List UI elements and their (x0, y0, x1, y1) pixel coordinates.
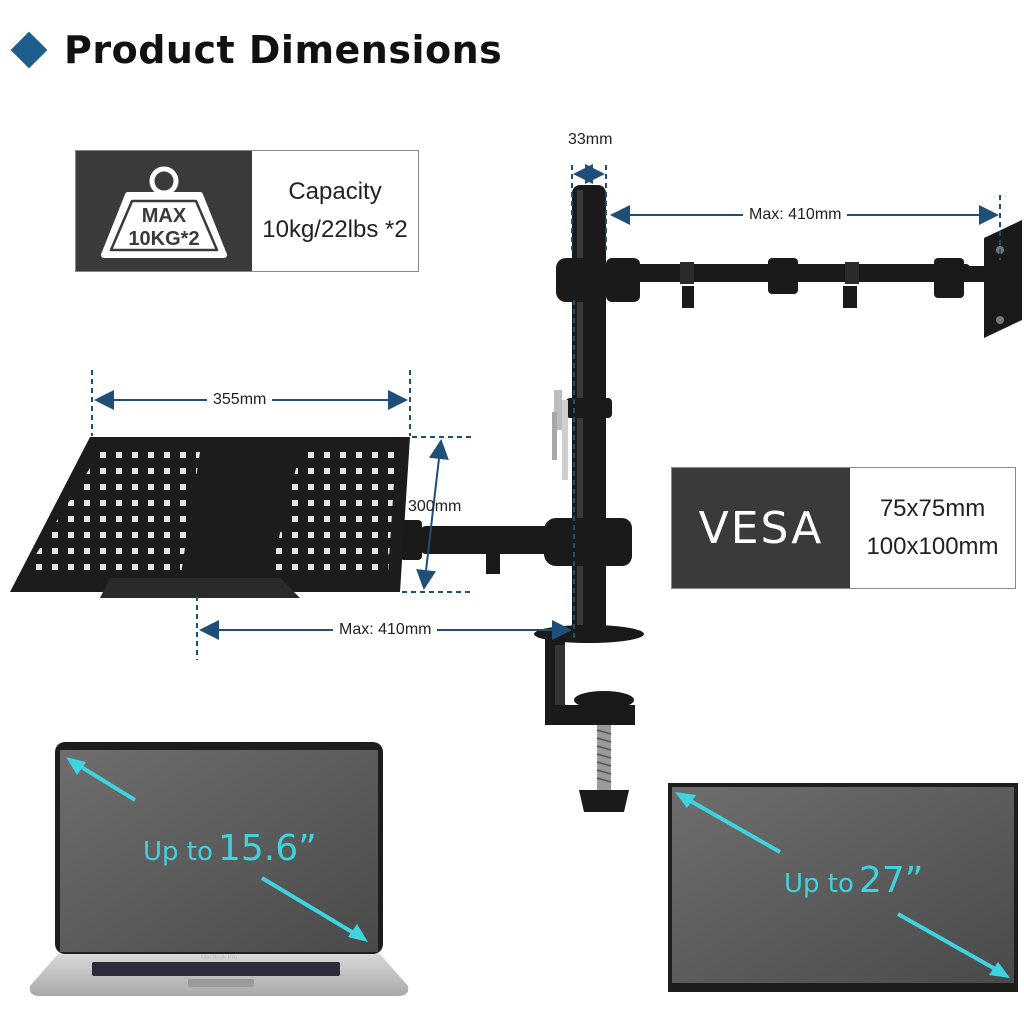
laptop-tray (10, 437, 410, 598)
monitor-arm (556, 220, 1022, 338)
tray-depth-label: 300mm (408, 498, 462, 515)
laptop-size-value: 15.6” (218, 828, 317, 869)
capacity-text: Capacity 10kg/22lbs *2 (252, 151, 418, 271)
monitor (668, 783, 1018, 992)
tray-arm-max-label: Max: 410mm (333, 621, 438, 639)
vesa-label: VESA (672, 468, 850, 588)
badge-line2: 10KG*2 (128, 228, 199, 250)
badge-line1: MAX (142, 205, 187, 227)
laptop: MacBook Pro (29, 742, 409, 996)
weight-icon: MAX 10KG*2 (101, 166, 227, 258)
pole-width-label: 33mm (568, 131, 613, 148)
capacity-box: MAX 10KG*2 Capacity 10kg/22lbs *2 (75, 150, 419, 272)
monitor-size-value: 27” (859, 860, 924, 901)
monitor-size-label: Up to 27” (784, 860, 923, 901)
vesa-box: VESA 75x75mm 100x100mm (671, 467, 1016, 589)
tray-arm (400, 518, 632, 574)
monitor-arm-max-label: Max: 410mm (743, 206, 848, 224)
capacity-label: Capacity (288, 178, 382, 205)
capacity-badge-panel: MAX 10KG*2 (76, 151, 252, 271)
monitor-size-prefix: Up to (784, 869, 854, 899)
tray-width-label: 355mm (207, 391, 273, 409)
vesa-size-100: 100x100mm (866, 533, 999, 560)
vesa-size-75: 75x75mm (879, 495, 986, 522)
page-title: Product Dimensions (64, 28, 503, 72)
laptop-size-prefix: Up to (143, 837, 213, 867)
title-bar: Product Dimensions (8, 22, 502, 78)
capacity-value: 10kg/22lbs *2 (262, 216, 408, 243)
laptop-size-label: Up to 15.6” (143, 828, 317, 869)
vesa-sizes: 75x75mm 100x100mm (850, 468, 1015, 588)
clamp-screw (579, 725, 629, 812)
laptop-brand-text: MacBook Pro (201, 955, 238, 961)
